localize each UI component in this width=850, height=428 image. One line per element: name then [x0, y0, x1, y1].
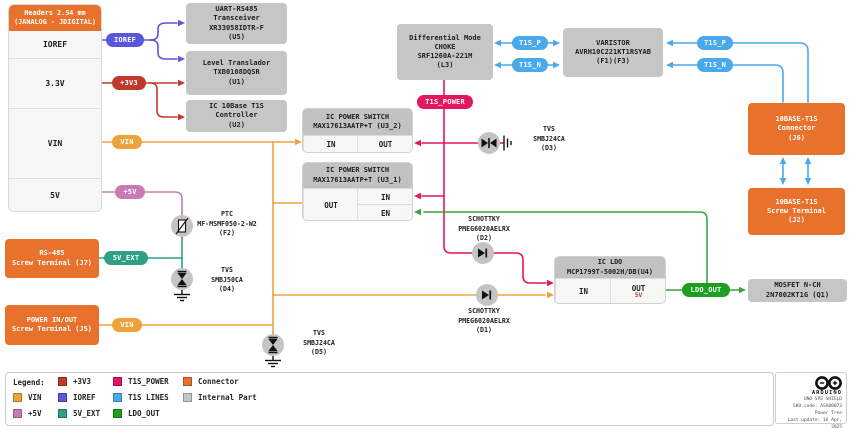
block-rs485-screw-terminal-j7: RS-485 Screw Terminal (J7)	[5, 239, 99, 278]
legend-swatch	[113, 377, 122, 386]
headers-panel-title: Headers 2.54 mm (JANALOG - JDIGITAL)	[9, 5, 101, 31]
u4-pin-out-label: OUT	[631, 283, 646, 293]
pill-t1s-p-left: T1S_P	[512, 36, 548, 50]
block-t1s-connector-j6: 10BASE-T1S Connector (J6)	[748, 103, 845, 155]
pill-t1s-n-left: T1S_N	[512, 58, 548, 72]
legend-swatch	[13, 393, 22, 402]
arrowheads	[178, 19, 812, 299]
pill-t1s-p-right: T1S_P	[697, 36, 733, 50]
schottky-diode-d2-icon	[472, 242, 494, 264]
legend-swatch	[58, 409, 67, 418]
legend-item: T1S_POWER	[113, 377, 169, 386]
block-varistor-f1-f3: VARISTOR AVRH10C221KT1RSYAB (F1)(F3)	[563, 28, 663, 77]
header-row-5v: 5V	[50, 190, 60, 200]
block-t1s-screw-terminal-j2: 10BASE-T1S Screw Terminal (J2)	[748, 188, 845, 235]
legend-swatch	[58, 393, 67, 402]
legend-swatch	[13, 409, 22, 418]
u3-1-title: IC POWER SWITCH MAX17613AATP+T (U3_1)	[303, 163, 412, 188]
pill-vin-header: VIN	[112, 135, 142, 149]
u4-pin-in: IN	[555, 278, 612, 303]
u3-1-pin-en: EN	[357, 204, 412, 220]
block-power-screw-terminal-j5: POWER IN/OUT Screw Terminal (J5)	[5, 305, 99, 345]
u3-1-pin-out: OUT	[303, 188, 359, 220]
legend-swatch	[183, 377, 192, 386]
u3-2-title: IC POWER SWITCH MAX17613AATP+T (U3_2)	[303, 109, 412, 135]
pill-ioref: IOREF	[106, 33, 144, 47]
tvs-diode-d4-icon	[171, 268, 193, 290]
divider	[9, 108, 101, 109]
legend-title: Legend:	[13, 378, 45, 387]
t1s-power-net	[421, 79, 547, 284]
p5v-net	[99, 191, 183, 216]
block-level-translator-u1: Level Translador TXB0108DQSR (U1)	[186, 51, 287, 95]
legend-item: +5V	[13, 409, 42, 418]
schottky-diode-d1-icon	[476, 284, 498, 306]
label-tvs-d5: TVS SMBJ24CA (D5)	[303, 329, 335, 357]
ground-symbols	[174, 135, 512, 368]
u4-out-voltage: 5V	[634, 291, 643, 299]
brand-info: UNO SPE SHIELD SKU code: ASX00073 Power …	[787, 397, 843, 428]
label-schottky-d2: SCHOTTKY PMEG6020AELRX (D2)	[458, 215, 510, 243]
divider	[9, 178, 101, 179]
legend-item: VIN	[13, 393, 42, 402]
brand-box: ARDUINO UNO SPE SHIELD SKU code: ASX0007…	[775, 372, 847, 428]
headers-panel: Headers 2.54 mm (JANALOG - JDIGITAL) IOR…	[8, 4, 102, 212]
u4-pin-out: OUT 5V	[610, 278, 665, 303]
ground-d3-icon	[503, 135, 512, 151]
block-mosfet-q1: MOSFET N-CH 2N7002KT1G (Q1)	[748, 279, 847, 302]
ptc-fuse-icon	[171, 215, 193, 237]
block-ldo-u4: IC LDO MCP1799T-5002H/DB(U4) IN OUT 5V	[555, 257, 665, 303]
legend-item: LDO_OUT	[113, 409, 160, 418]
pill-t1s-power: T1S_POWER	[417, 95, 473, 109]
pill-t1s-n-right: T1S_N	[697, 58, 733, 72]
header-row-ioref: IOREF	[42, 40, 68, 49]
label-schottky-d1: SCHOTTKY PMEG6020AELRX (D1)	[458, 307, 510, 335]
legend-swatch	[58, 377, 67, 386]
tvs-diode-d5-icon	[262, 334, 284, 356]
legend-item: 5V_EXT	[58, 409, 100, 418]
ground-d4-icon	[174, 290, 190, 302]
pill-vin-j5: VIN	[112, 318, 142, 332]
legend-item: IOREF	[58, 393, 96, 402]
legend-item: T1S LINES	[113, 393, 169, 402]
header-row-3v3: 3.3V	[45, 79, 65, 88]
label-ptc-f2: PTC MF-MSMF050-2-W2 (F2)	[197, 210, 257, 238]
legend-item: Connector	[183, 377, 239, 386]
label-tvs-d3: TVS SMBJ24CA (D3)	[533, 125, 565, 153]
legend-swatch	[113, 393, 122, 402]
legend-item: +3V3	[58, 377, 91, 386]
tvs-diode-d3-icon	[478, 132, 500, 154]
legend-swatch	[113, 409, 122, 418]
legend-item: Internal Part	[183, 393, 257, 402]
u3-2-pin-in: IN	[303, 135, 359, 152]
header-row-vin: VIN	[47, 139, 63, 148]
brand-name: ARDUINO	[811, 390, 842, 396]
arduino-logo-icon	[815, 376, 842, 390]
block-power-switch-u3-1: IC POWER SWITCH MAX17613AATP+T (U3_1) OU…	[303, 163, 412, 220]
pill-3v3: +3V3	[112, 76, 146, 90]
u4-title: IC LDO MCP1799T-5002H/DB(U4)	[555, 257, 665, 278]
components	[171, 132, 500, 356]
block-choke-l3: Differential Mode CHOKE SRF1260A-221M (L…	[397, 24, 493, 80]
divider	[9, 58, 101, 59]
u3-2-pin-out: OUT	[357, 135, 412, 152]
block-uart-rs485-u5: UART-RS485 Transceiver XR33058IDTR-F (U5…	[186, 3, 287, 44]
legend: Legend: +3V3 T1S_POWER Connector VIN IOR…	[5, 372, 774, 426]
block-t1s-controller-u2: IC 10Base T1S Controller (U2)	[186, 100, 287, 132]
block-power-switch-u3-2: IC POWER SWITCH MAX17613AATP+T (U3_2) IN…	[303, 109, 412, 152]
pill-5v: +5V	[115, 185, 145, 199]
legend-swatch	[183, 393, 192, 402]
ground-d5-icon	[265, 356, 281, 368]
pill-5v-ext: 5V_EXT	[104, 251, 148, 265]
pill-ldo-out: LDO_OUT	[682, 283, 730, 297]
label-tvs-d4: TVS SMBJ50CA (D4)	[211, 266, 243, 294]
